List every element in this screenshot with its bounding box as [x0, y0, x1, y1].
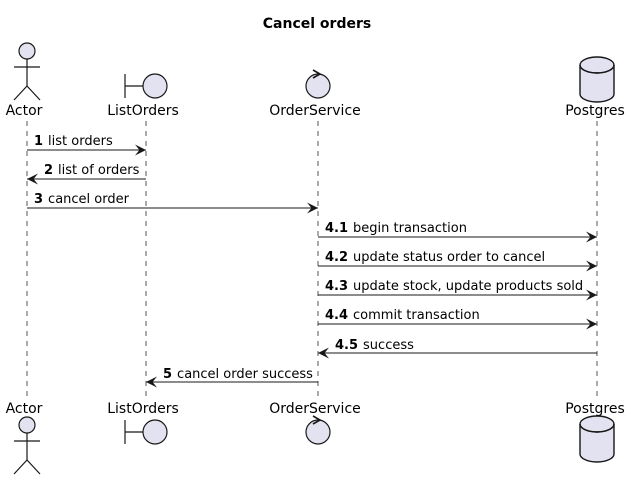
message-text: list orders: [48, 134, 113, 149]
participant-name: ListOrders: [107, 103, 179, 119]
message-text: update status order to cancel: [353, 250, 545, 265]
message-text: begin transaction: [353, 221, 467, 236]
participant-name: Postgres: [565, 103, 625, 119]
participant-postgres-top: Postgres: [565, 56, 625, 119]
message-4-2: 4.2 update status order to cancel: [318, 250, 597, 272]
database-icon: [579, 56, 615, 103]
actor-icon: [13, 416, 41, 475]
participant-name: OrderService: [269, 401, 361, 417]
message-5: 5 cancel order success: [146, 367, 318, 388]
message-label: 4.5 success: [335, 338, 414, 353]
message-4-5: 4.5 success: [318, 338, 597, 359]
message-4-1: 4.1 begin transaction: [318, 221, 597, 243]
message-text: cancel order: [48, 192, 130, 207]
database-icon: [579, 415, 615, 463]
message-2: 2 list of orders: [27, 163, 146, 185]
participant-orderservice-bottom: OrderService: [269, 401, 361, 445]
participant-name: Actor: [6, 103, 43, 119]
message-number: 1: [34, 134, 43, 149]
boundary-icon: [124, 419, 168, 445]
message-text: cancel order success: [177, 367, 313, 382]
message-number: 4.5: [335, 338, 358, 353]
message-label: 5 cancel order success: [163, 367, 313, 382]
message-number: 4.3: [325, 279, 348, 294]
participant-name: Actor: [6, 401, 43, 417]
message-4-4: 4.4 commit transaction: [318, 308, 597, 330]
participant-name: OrderService: [269, 103, 361, 119]
message-number: 4.4: [325, 308, 348, 323]
message-number: 3: [34, 192, 43, 207]
participant-listorders-bottom: ListOrders: [107, 401, 179, 445]
message-label: 4.1 begin transaction: [325, 221, 467, 236]
message-number: 5: [163, 367, 172, 382]
participant-orderservice-top: OrderService: [269, 69, 361, 119]
message-4-3: 4.3 update stock, update products sold: [318, 279, 597, 301]
boundary-icon: [124, 73, 168, 99]
message-text: success: [363, 338, 414, 353]
message-label: 4.3 update stock, update products sold: [325, 279, 583, 294]
participant-actor-top: Actor: [6, 42, 43, 119]
participant-name: Postgres: [565, 401, 625, 417]
control-icon: [305, 415, 331, 445]
diagram-title: Cancel orders: [263, 16, 371, 32]
message-number: 2: [44, 163, 53, 178]
message-label: 4.2 update status order to cancel: [325, 250, 545, 265]
message-number: 4.1: [325, 221, 348, 236]
message-label: 2 list of orders: [44, 163, 140, 178]
message-label: 1 list orders: [34, 134, 113, 149]
control-icon: [305, 69, 331, 99]
participant-postgres-bottom: Postgres: [565, 401, 625, 463]
message-text: commit transaction: [353, 308, 480, 323]
participant-name: ListOrders: [107, 401, 179, 417]
participant-listorders-top: ListOrders: [107, 73, 179, 119]
participant-actor-bottom: Actor: [6, 401, 43, 475]
actor-icon: [13, 42, 41, 101]
message-1: 1 list orders: [27, 134, 146, 156]
message-number: 4.2: [325, 250, 348, 265]
message-label: 4.4 commit transaction: [325, 308, 480, 323]
message-text: list of orders: [58, 163, 140, 178]
message-text: update stock, update products sold: [353, 279, 583, 294]
message-3: 3 cancel order: [27, 192, 318, 214]
message-label: 3 cancel order: [34, 192, 130, 207]
